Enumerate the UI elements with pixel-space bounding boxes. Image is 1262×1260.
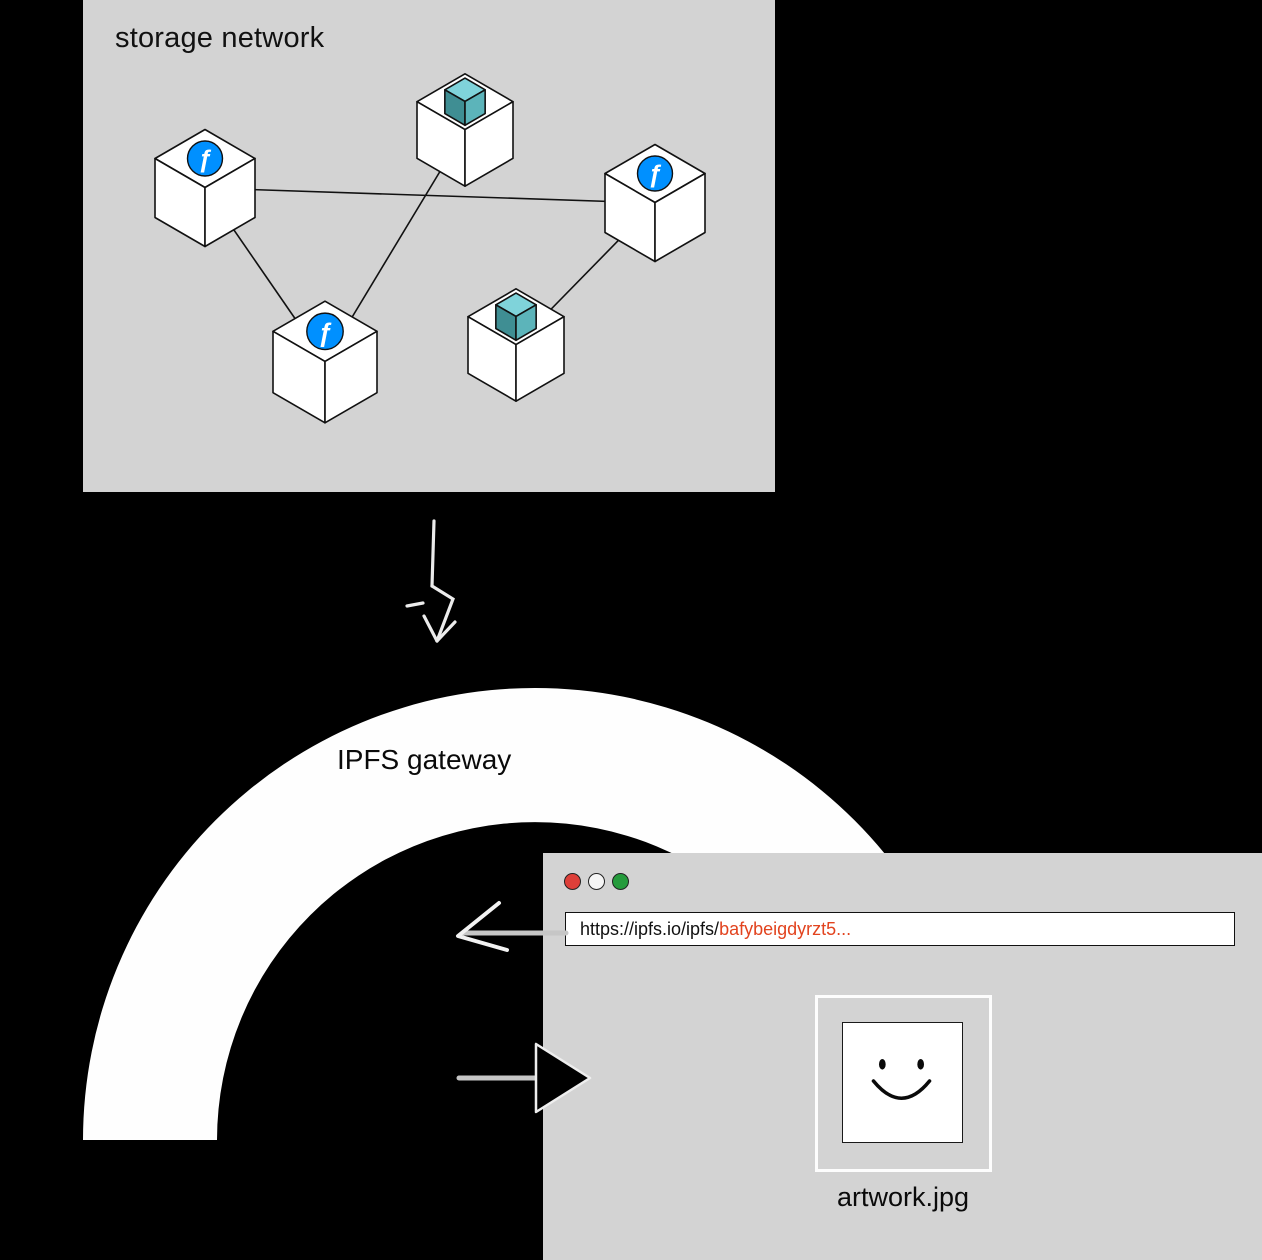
browser-close-button[interactable] xyxy=(564,873,581,890)
artwork-image xyxy=(842,1022,963,1143)
smiley-face-icon xyxy=(871,1058,932,1100)
browser-window: https://ipfs.io/ipfs/bafybeigdyrzt5... a… xyxy=(543,853,1262,1260)
artwork-frame xyxy=(815,995,992,1172)
storage-network-panel: storage network ƒ ƒ ƒ xyxy=(83,0,775,492)
gateway-arc-shape xyxy=(83,688,987,1140)
filecoin-symbol: ƒ xyxy=(648,161,662,189)
network-node-filecoin: ƒ xyxy=(604,143,706,263)
storage-network-title: storage network xyxy=(115,22,325,54)
filecoin-symbol: ƒ xyxy=(198,146,212,174)
network-node-ipfs xyxy=(467,288,565,402)
filecoin-icon xyxy=(306,312,344,351)
network-node-filecoin: ƒ xyxy=(272,300,378,424)
filecoin-icon xyxy=(636,155,674,192)
network-edge xyxy=(204,187,656,204)
url-bar[interactable]: https://ipfs.io/ipfs/bafybeigdyrzt5... xyxy=(565,912,1235,946)
network-node-filecoin: ƒ xyxy=(154,128,256,248)
network-node-ipfs xyxy=(416,73,514,187)
filecoin-symbol: ƒ xyxy=(318,317,332,347)
browser-minimize-button[interactable] xyxy=(588,873,605,890)
gateway-label: IPFS gateway xyxy=(337,744,512,775)
browser-zoom-button[interactable] xyxy=(612,873,629,890)
ipfs-cube-icon xyxy=(495,292,537,342)
filecoin-icon xyxy=(186,140,224,177)
url-prefix: https://ipfs.io/ipfs/ xyxy=(580,918,720,939)
ipfs-cube-icon xyxy=(444,77,486,127)
url-cid: bafybeigdyrzt5... xyxy=(719,918,852,939)
traffic-lights xyxy=(564,873,629,890)
artwork-caption: artwork.jpg xyxy=(836,1182,970,1212)
storage-network-diagram: ƒ ƒ ƒ xyxy=(154,73,706,424)
